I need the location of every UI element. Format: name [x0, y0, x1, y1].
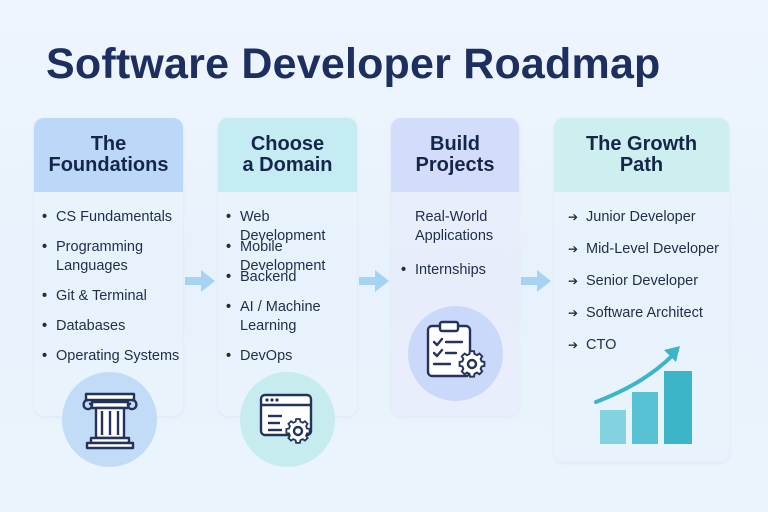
list-item: Real-World Applications: [415, 209, 494, 244]
heading-text: The Foundations: [48, 133, 169, 176]
column-heading: Choose a Domain: [218, 118, 357, 192]
list-item: ➔Mid-Level Developer: [568, 241, 719, 257]
list-item: •Databases: [42, 318, 126, 334]
page-title: Software Developer Roadmap: [46, 40, 661, 88]
column-heading: Build Projects: [391, 118, 519, 192]
heading-text: Build Projects: [415, 133, 495, 176]
list-item: •Programming Languages: [42, 239, 144, 274]
list-item: ➔Junior Developer: [568, 209, 696, 225]
list-item: ➔Software Architect: [568, 305, 703, 321]
browser-gear-icon: [259, 393, 313, 444]
list-item: •AI / Machine Learning: [226, 299, 321, 334]
flow-arrow-icon: [185, 270, 215, 292]
heading-text: Choose a Domain: [242, 133, 333, 176]
list-item: •Git & Terminal: [42, 288, 147, 304]
heading-text: The Growth Path: [585, 133, 698, 176]
list-item: •DevOps: [226, 348, 293, 364]
list-item: •Web Development: [226, 209, 326, 244]
flow-arrow-icon: [521, 270, 551, 292]
list-item: •Internships: [401, 262, 486, 278]
column-domain: Choose a Domain •Web Development •Mobile…: [218, 118, 357, 416]
list-item: •Backend: [226, 269, 297, 285]
column-heading: The Growth Path: [554, 118, 729, 192]
list-item: ➔CTO: [568, 337, 617, 353]
list-item: •Operating Systems: [42, 348, 180, 364]
list-item: ➔Senior Developer: [568, 273, 699, 289]
flow-arrow-icon: [359, 270, 389, 292]
list-item: •CS Fundamentals: [42, 209, 173, 225]
growth-chart-icon: [594, 346, 692, 444]
pillar-icon: [82, 392, 138, 450]
column-heading: The Foundations: [34, 118, 183, 192]
column-foundations: The Foundations •CS Fundamentals •Progra…: [34, 118, 183, 416]
checklist-gear-icon: [426, 320, 486, 378]
list-item: •Mobile Development: [226, 239, 326, 274]
